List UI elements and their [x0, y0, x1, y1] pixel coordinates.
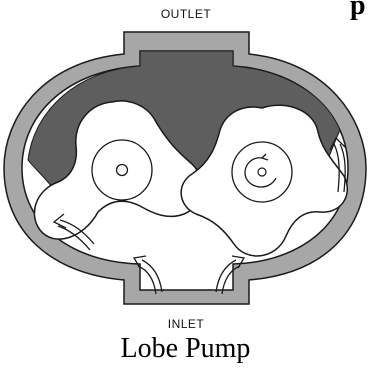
- left-rotor-shaft: [117, 165, 128, 176]
- cropped-title-fragment: p: [350, 0, 366, 22]
- inlet-label: INLET: [160, 317, 212, 331]
- outlet-label: OUTLET: [150, 7, 222, 21]
- right-rotor-shaft: [258, 168, 266, 176]
- diagram-caption: Lobe Pump: [90, 333, 281, 365]
